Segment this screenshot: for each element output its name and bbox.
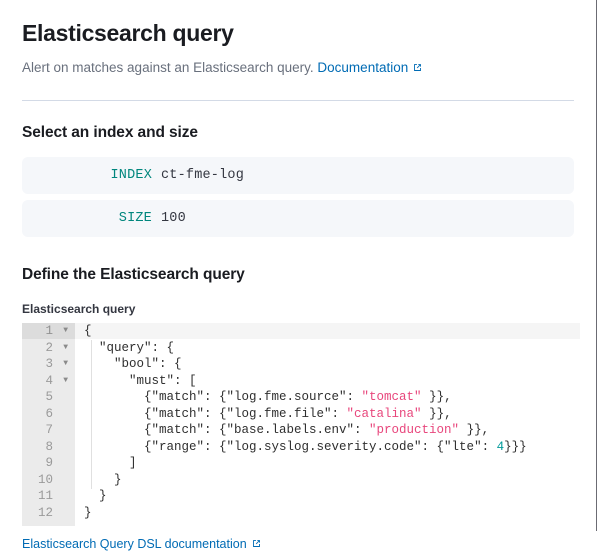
code-line[interactable]: "bool": { [75,356,580,373]
line-number-value: 6 [45,406,53,421]
code-token: }}, [459,423,490,437]
query-section-heading: Define the Elasticsearch query [22,266,245,283]
line-number-value: 8 [45,439,53,454]
code-line[interactable]: {"match": {"base.labels.env": "productio… [75,422,580,439]
code-line[interactable]: {"match": {"log.fme.source": "tomcat" }}… [75,389,580,406]
line-number: 10 [22,472,75,489]
line-number: 9 [22,455,75,472]
elasticsearch-query-rule-form: Elasticsearch query Alert on matches aga… [22,20,580,551]
code-token-string: "production" [369,423,460,437]
index-field-label: INDEX [110,168,152,183]
code-line[interactable]: } [75,472,580,489]
external-link-icon [251,536,262,554]
line-number-value: 2 [45,340,53,355]
panel-right-border [596,0,597,531]
code-line[interactable]: ] [75,455,580,472]
line-number: 7 [22,422,75,439]
index-section-heading: Select an index and size [22,124,198,141]
line-number-value: 3 [45,357,53,371]
code-line[interactable]: "query": { [75,340,580,357]
page-subtitle: Alert on matches against an Elasticsearc… [22,48,574,79]
fold-toggle-icon[interactable]: ▼ [63,359,68,368]
external-link-icon [412,59,423,79]
documentation-link-label: Documentation [317,60,409,75]
line-number-value: 5 [45,390,53,404]
query-dsl-documentation-link[interactable]: Elasticsearch Query DSL documentation [22,535,262,554]
line-number: 1▼ [22,323,75,340]
code-token: "bool": { [84,357,182,371]
code-token: {"match": {"log.fme.source": [84,390,362,404]
line-number: 5 [22,389,75,406]
header-divider [22,100,574,101]
editor-gutter [22,323,75,526]
line-number-value: 7 [45,423,53,437]
code-token: "query": { [84,340,175,355]
fold-toggle-icon[interactable]: ▼ [63,375,68,385]
size-field-row[interactable]: SIZE 100 [22,200,574,237]
line-number: 3▼ [22,356,75,373]
code-line[interactable]: "must": [ [75,373,580,390]
code-token: }}, [421,390,452,404]
size-field-label: SIZE [118,211,152,226]
line-number-value: 11 [37,489,53,503]
code-token: "must": [ [84,373,197,388]
line-number: 4▼ [22,373,75,390]
active-line-highlight [22,323,580,339]
line-number: 11 [22,488,75,505]
size-field-value[interactable]: 100 [161,211,186,226]
line-number-value: 9 [45,456,53,470]
code-token-number: 4 [496,439,505,454]
gutter-active-line [22,323,75,339]
code-token: { [84,324,92,338]
code-line[interactable]: {"range": {"log.syslog.severity.code": {… [75,439,580,456]
code-token: }}} [504,439,527,454]
line-number-value: 10 [37,472,53,487]
code-token: } [84,472,122,487]
code-token: ] [84,456,137,470]
code-line-list[interactable]: { "query": { "bool": { "must": [ {"match… [75,323,580,521]
code-token: {"match": {"log.fme.file": [84,406,347,421]
code-token: {"range": {"log.syslog.severity.code": {… [84,439,497,454]
code-line[interactable]: { [75,323,580,340]
code-token: } [84,489,107,503]
code-token-string: "tomcat" [361,390,422,404]
index-size-fields: INDEX ct-fme-log SIZE 100 [22,157,574,237]
code-line[interactable]: } [75,505,580,522]
code-token: } [84,505,92,520]
code-token: }}, [421,406,452,421]
fold-toggle-icon[interactable]: ▼ [63,326,68,335]
code-line[interactable]: } [75,488,580,505]
line-number: 12 [22,505,75,522]
line-number-value: 1 [45,324,53,338]
code-token-string: "catalina" [346,406,422,421]
index-field-value[interactable]: ct-fme-log [161,168,245,183]
line-number-value: 12 [37,505,53,520]
line-number: 6 [22,406,75,423]
fold-toggle-icon[interactable]: ▼ [63,342,68,352]
page-title: Elasticsearch query [22,20,234,46]
index-field-row[interactable]: INDEX ct-fme-log [22,157,574,194]
page-subtitle-text: Alert on matches against an Elasticsearc… [22,60,314,75]
line-number-value: 4 [45,373,53,388]
code-line[interactable]: {"match": {"log.fme.file": "catalina" }}… [75,406,580,423]
query-editor-label: Elasticsearch query [22,302,136,316]
line-number: 8 [22,439,75,456]
query-dsl-documentation-label: Elasticsearch Query DSL documentation [22,537,247,551]
code-token: {"match": {"base.labels.env": [84,423,370,437]
line-number: 2▼ [22,340,75,357]
indent-guide [91,339,92,489]
documentation-link[interactable]: Documentation [317,60,423,75]
